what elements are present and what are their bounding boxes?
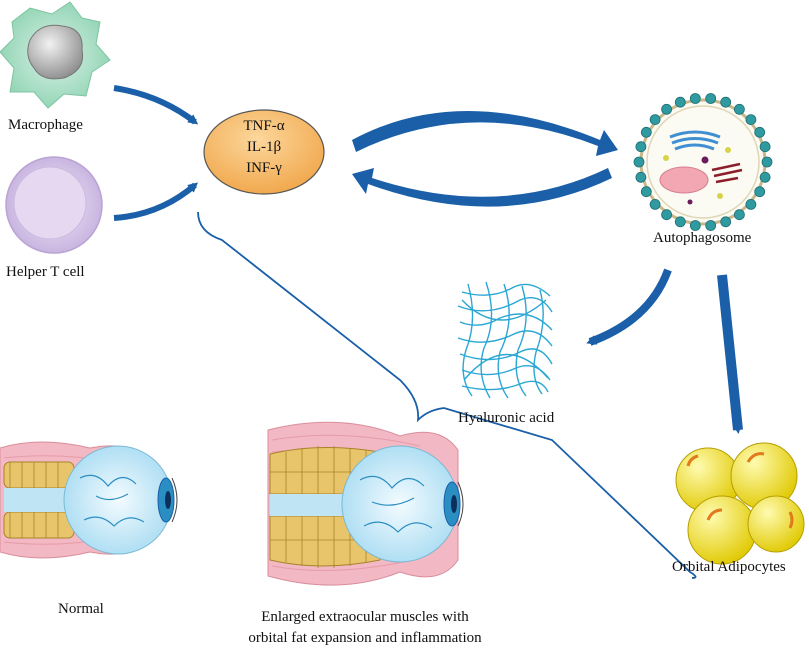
cytokine-il-1-beta: IL-1β [246,139,282,155]
autophagosome-bead [745,198,757,210]
cytokine-inf-gamma: INF-γ [246,160,282,176]
normal-eye-illustration [0,441,178,559]
autophagosome-bead [759,171,771,183]
cytokine-list: TNF-α IL-1β INF-γ [224,116,304,179]
autophagosome-bead [649,198,661,210]
arrow-autophagosome-to-adipocytes [717,274,743,434]
autophagosome-bead [689,93,701,104]
helper-t-cell [5,156,103,254]
autophagosome-bead [720,96,732,108]
autophagosome-bead [734,209,745,221]
autophagosome-bead [761,156,773,168]
hyaluronic-acid-label: Hyaluronic acid [458,410,555,426]
enlarged-eye-illustration [267,421,464,586]
arrow-autophagosome-to-hyaluronic [586,268,672,346]
autophagosome-bead [640,126,652,138]
autophagosome-bead [705,93,717,104]
autophagosome-bead [635,171,647,183]
autophagosome-bead [759,141,771,153]
helper-t-cell-label: Helper T cell [6,264,85,280]
autophagosome-bead [640,186,652,198]
autophagosome-bead [674,96,686,108]
cytokine-tnf-alpha: TNF-α [243,118,285,134]
autophagosome-bead [745,114,757,125]
enlarged-caption: Enlarged extraocular muscles with orbita… [200,607,530,649]
autophagosome-bead [689,220,701,231]
autophagosome-bead [734,103,745,115]
normal-label: Normal [58,601,104,617]
arrow-tcell-to-cytokines [113,182,199,221]
autophagosome-bead [661,103,672,115]
enlarged-caption-line2: orbital fat expansion and inflammation [248,630,482,646]
macrophage-cell [0,1,111,109]
arrow-cytokines-to-autophagosome [352,111,618,156]
macrophage-label: Macrophage [8,117,83,133]
autophagosome-bead [649,114,661,125]
autophagosome-bead [754,126,766,138]
autophagosome-bead [754,186,766,198]
orbital-adipocytes-label: Orbital Adipocytes [672,559,786,575]
hyaluronic-acid-mesh [457,281,553,399]
cytokine-ellipse [203,109,325,195]
bracket-line [197,211,697,579]
arrow-autophagosome-to-cytokines [352,168,612,207]
autophagosome-bead [635,141,647,153]
autophagosome-vesicle [633,93,773,231]
autophagosome-bead [633,156,645,168]
autophagosome-label: Autophagosome [653,230,752,246]
autophagosome-bead [661,209,672,221]
autophagosome-bead [720,216,732,228]
autophagosome-bead [674,216,686,228]
arrow-macrophage-to-cytokines [113,85,199,125]
adipocyte-cluster [675,442,805,565]
enlarged-caption-line1: Enlarged extraocular muscles with [261,609,469,625]
autophagosome-bead [705,220,717,231]
